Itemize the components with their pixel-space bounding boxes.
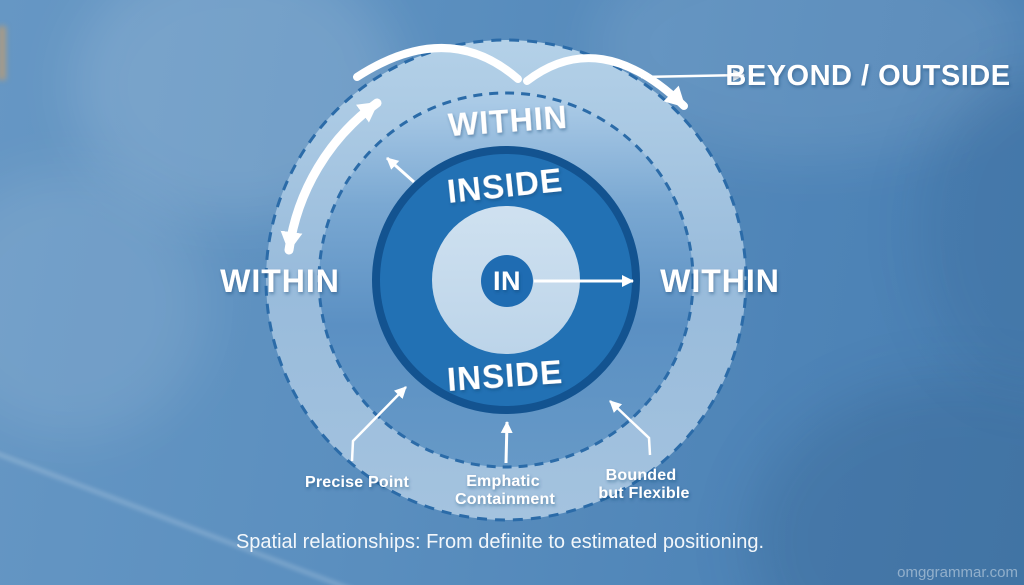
within-top-label: WITHIN: [447, 99, 569, 143]
inside-bottom-label: INSIDE: [446, 353, 564, 398]
over-arc-left: [353, 44, 522, 83]
precise-point-arrow: [350, 386, 407, 462]
caption-text: Spatial relationships: From definite to …: [236, 531, 764, 553]
over-arc-right-arrow: [523, 54, 688, 110]
bounded-label-line1: Bounded: [606, 467, 677, 484]
background-warm-sliver: [0, 26, 6, 80]
within-bidirectional-arc-arrow: [280, 98, 382, 255]
emphatic-label-line1: Emphatic: [466, 473, 540, 490]
in-center-label: IN: [493, 266, 521, 296]
emphatic-label-line2: Containment: [455, 491, 555, 508]
inside-to-within-arrow: [386, 156, 415, 184]
watermark-text: omggrammar.com: [897, 564, 1018, 581]
bounded-flexible-arrow: [609, 400, 652, 456]
emphatic-containment-arrow: [500, 421, 513, 464]
beyond-outside-label: BEYOND / OUTSIDE: [725, 60, 1010, 92]
bounded-label-line2: but Flexible: [598, 485, 689, 502]
in-disc: [481, 255, 533, 307]
precise-point-label: Precise Point: [305, 474, 409, 491]
within-right-label: WITHIN: [660, 263, 780, 299]
beyond-outside-arrow: [640, 69, 745, 82]
within-left-label: WITHIN: [220, 263, 340, 299]
